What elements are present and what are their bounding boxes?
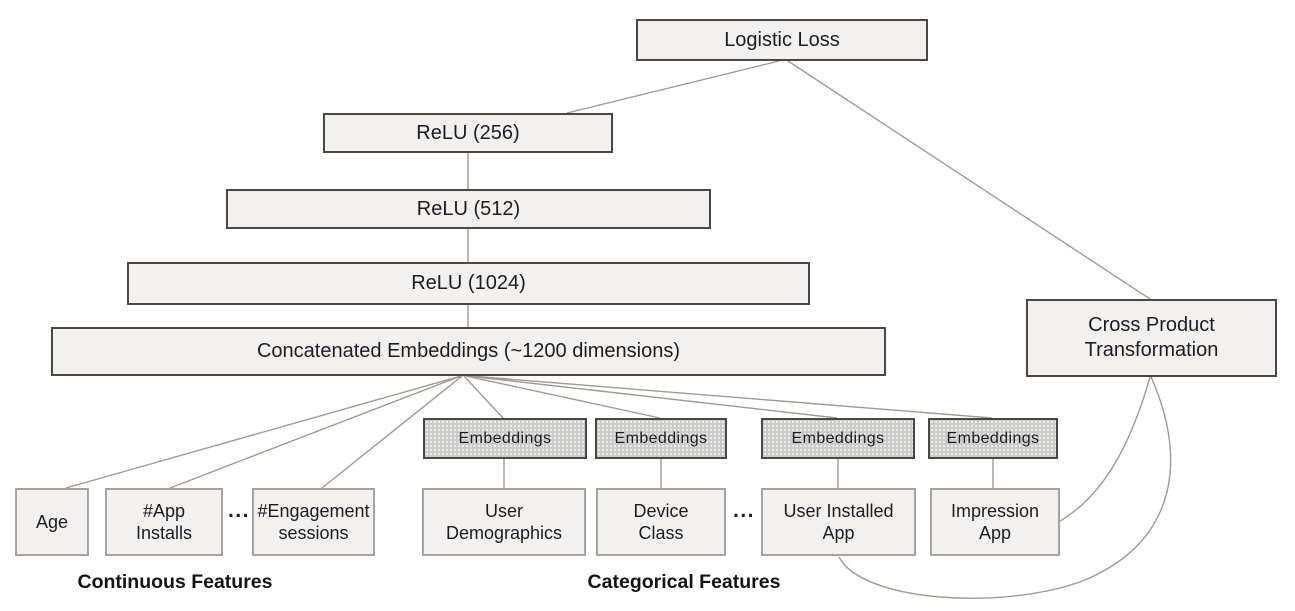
label-categorical-features-text: Categorical Features — [587, 570, 781, 593]
edge-concat-to-engagement — [321, 375, 463, 489]
node-impression-app: Impression App — [930, 488, 1060, 556]
node-engagement-sessions-line1: #Engagement — [257, 500, 370, 521]
node-logistic-loss: Logistic Loss — [636, 19, 928, 61]
node-device-class: Device Class — [596, 488, 726, 556]
node-user-installed-app-line2: App — [822, 523, 855, 543]
edge-concat-to-embedding3 — [467, 375, 838, 419]
node-user-installed-app-line1: User Installed — [783, 500, 894, 521]
node-relu-1024-label: ReLU (1024) — [411, 272, 526, 294]
node-age: Age — [15, 488, 89, 556]
label-continuous-features: Continuous Features — [75, 568, 275, 596]
edge-concat-to-embedding2 — [465, 375, 661, 419]
ellipsis-categorical: ... — [729, 496, 759, 526]
ellipsis-categorical-text: ... — [732, 499, 755, 522]
node-embeddings-2-label: Embeddings — [614, 429, 708, 447]
node-user-demographics-line2: Demographics — [445, 523, 563, 543]
ellipsis-continuous-text: ... — [227, 499, 250, 522]
node-concatenated-embeddings: Concatenated Embeddings (~1200 dimension… — [51, 327, 886, 376]
node-app-installs-line1: #App — [142, 500, 186, 521]
node-app-installs-line2: Installs — [135, 523, 193, 543]
node-concatenated-embeddings-label: Concatenated Embeddings (~1200 dimension… — [256, 340, 681, 362]
node-age-label: Age — [35, 511, 69, 532]
node-embeddings-2: Embeddings — [595, 418, 727, 459]
node-cross-product-line1: Cross Product — [1088, 314, 1215, 336]
edge-cross-product-to-impression-app — [1059, 376, 1151, 522]
node-relu-256-label: ReLU (256) — [416, 121, 520, 144]
edge-concat-to-app-installs — [169, 375, 462, 489]
node-device-class-line2: Class — [638, 523, 684, 543]
node-relu-512-label: ReLU (512) — [416, 197, 521, 220]
node-engagement-sessions: #Engagement sessions — [252, 488, 375, 556]
node-logistic-loss-label: Logistic Loss — [724, 28, 840, 51]
node-embeddings-3-label: Embeddings — [791, 429, 885, 447]
label-continuous-features-text: Continuous Features — [77, 570, 273, 593]
edge-concat-to-age — [65, 375, 462, 489]
node-device-class-line1: Device — [633, 500, 689, 521]
node-embeddings-4-label: Embeddings — [946, 429, 1040, 447]
node-relu-256: ReLU (256) — [323, 113, 613, 153]
node-embeddings-3: Embeddings — [761, 418, 915, 459]
node-relu-512: ReLU (512) — [226, 189, 711, 229]
label-categorical-features: Categorical Features — [564, 568, 804, 596]
node-user-demographics-line1: User — [484, 500, 523, 521]
node-app-installs: #App Installs — [105, 488, 223, 556]
node-user-demographics: User Demographics — [422, 488, 586, 556]
ellipsis-continuous: ... — [224, 496, 254, 526]
node-impression-app-line1: Impression — [950, 500, 1040, 521]
node-embeddings-4: Embeddings — [928, 418, 1058, 459]
edge-concat-to-embedding1 — [463, 375, 504, 419]
node-relu-1024: ReLU (1024) — [127, 262, 810, 305]
node-embeddings-1: Embeddings — [423, 418, 587, 459]
edge-logistic-loss-to-cross-product — [787, 60, 1151, 300]
node-user-installed-app: User Installed App — [761, 488, 916, 556]
node-engagement-sessions-line2: sessions — [278, 523, 349, 543]
node-cross-product-transformation: Cross Product Transformation — [1026, 299, 1277, 377]
node-embeddings-1-label: Embeddings — [458, 429, 552, 447]
node-cross-product-line2: Transformation — [1084, 339, 1219, 361]
node-impression-app-line2: App — [978, 523, 1012, 543]
edge-concat-to-embedding4 — [469, 375, 993, 419]
edge-cross-product-to-user-installed-app — [838, 376, 1172, 599]
edge-logistic-loss-to-relu256 — [566, 60, 780, 114]
